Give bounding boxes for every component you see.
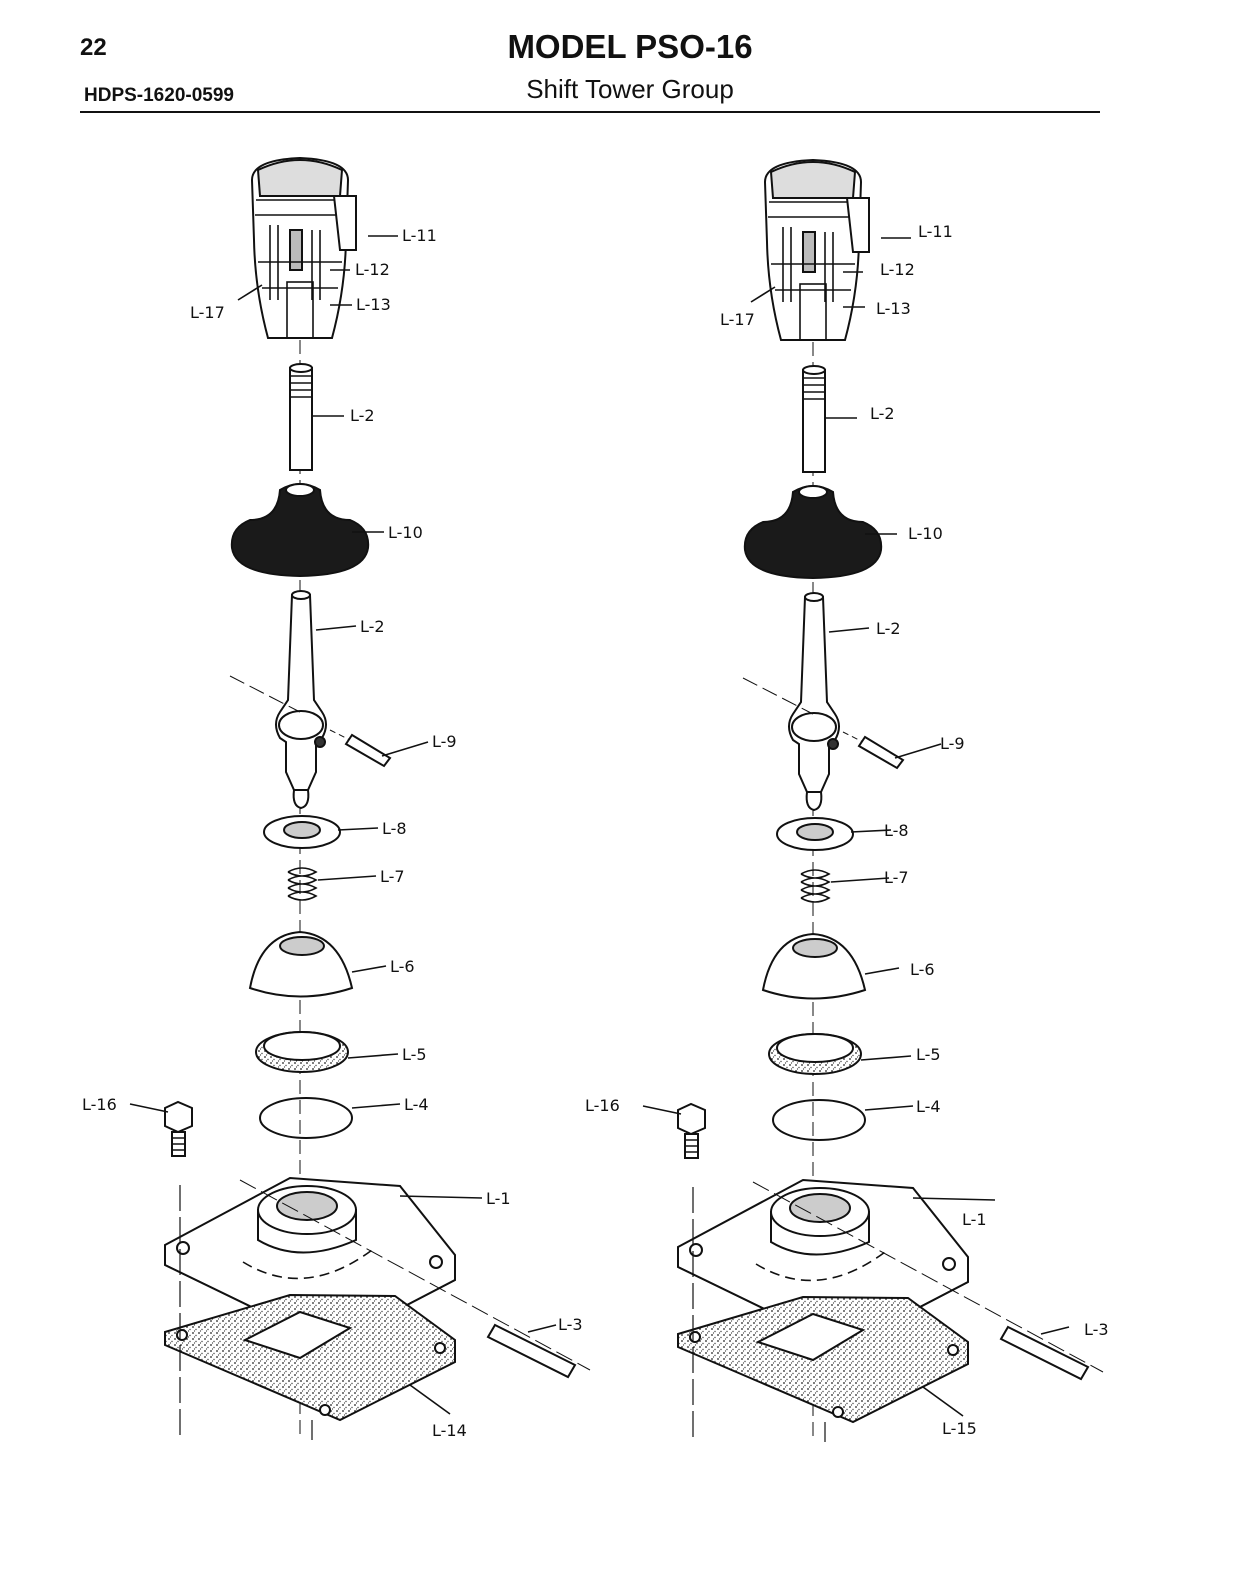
- callout-right-l6: L-6: [910, 960, 935, 979]
- callout-right-l3: L-3: [1084, 1320, 1109, 1339]
- page-number: 22: [80, 34, 107, 61]
- callout-right-l8: L-8: [884, 821, 909, 840]
- callout-left-l11: L-11: [402, 226, 437, 245]
- callout-right-l17: L-17: [720, 310, 755, 329]
- callout-left-l4: L-4: [404, 1095, 429, 1114]
- callout-right-l16: L-16: [585, 1096, 620, 1115]
- callout-right-l2-lower: L-2: [876, 619, 901, 638]
- model-title: MODEL PSO-16: [507, 28, 753, 65]
- header-rule: [80, 111, 1100, 113]
- callout-left-l9: L-9: [432, 732, 457, 751]
- callout-right-l12: L-12: [880, 260, 915, 279]
- callout-right-l2-upper: L-2: [870, 404, 895, 423]
- callout-right-l5: L-5: [916, 1045, 941, 1064]
- document-code: HDPS-1620-0599: [84, 85, 234, 106]
- callout-left-l6: L-6: [390, 957, 415, 976]
- callout-left-l2-upper: L-2: [350, 406, 375, 425]
- callout-left-l16: L-16: [82, 1095, 117, 1114]
- callout-right-l13: L-13: [876, 299, 911, 318]
- callouts-left: L-11 L-12 L-13 L-17 L-2 L-10 L-2 L-9 L-8…: [82, 226, 583, 1440]
- callout-right-l9: L-9: [940, 734, 965, 753]
- assembly-left: [129, 157, 591, 1441]
- callout-right-l1: L-1: [962, 1210, 987, 1229]
- callout-left-l8: L-8: [382, 819, 407, 838]
- callout-right-l4: L-4: [916, 1097, 941, 1116]
- callout-left-l1: L-1: [486, 1189, 511, 1208]
- callout-left-l14: L-14: [432, 1421, 467, 1440]
- callout-left-l7: L-7: [380, 867, 405, 886]
- callout-right-l7: L-7: [884, 868, 909, 887]
- callout-left-l2-lower: L-2: [360, 617, 385, 636]
- callouts-right: L-11 L-12 L-13 L-17 L-2 L-10 L-2 L-9 L-8…: [585, 222, 1109, 1438]
- assembly-right: [642, 159, 1104, 1443]
- callout-right-l15: L-15: [942, 1419, 977, 1438]
- callout-right-l10: L-10: [908, 524, 943, 543]
- callout-left-l5: L-5: [402, 1045, 427, 1064]
- group-title: Shift Tower Group: [526, 74, 734, 104]
- callout-right-l11: L-11: [918, 222, 953, 241]
- callout-left-l3: L-3: [558, 1315, 583, 1334]
- callout-left-l13: L-13: [356, 295, 391, 314]
- callout-left-l12: L-12: [355, 260, 390, 279]
- callout-left-l10: L-10: [388, 523, 423, 542]
- callout-left-l17: L-17: [190, 303, 225, 322]
